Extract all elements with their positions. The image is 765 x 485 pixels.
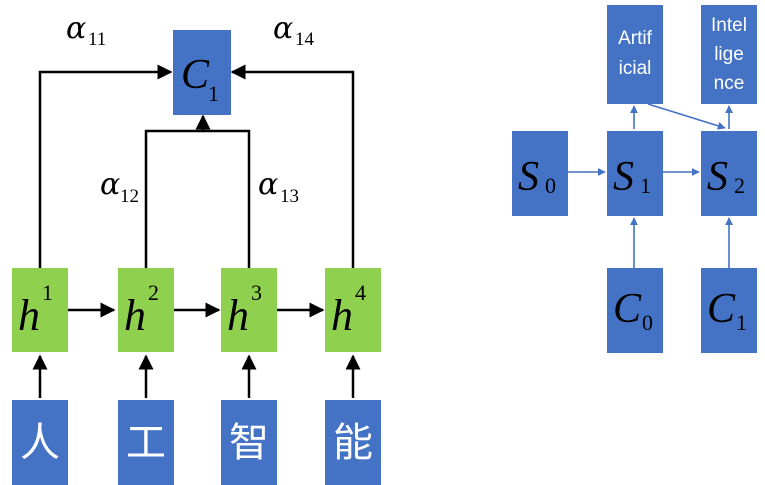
hidden-state-h4: h 4: [325, 268, 381, 352]
state-box-s2: S 2: [701, 131, 757, 216]
hidden-h1-base: h: [18, 291, 40, 340]
state-s2-sub: 2: [734, 173, 745, 198]
output-2-line-2: lige: [714, 44, 744, 65]
context-box-c0: C 0: [607, 268, 663, 353]
output-word-artificial: Artif icial: [607, 5, 663, 104]
input-token-2: 工: [118, 400, 174, 485]
input-token-2-text: 工: [126, 420, 166, 466]
context-c0-base: C: [613, 286, 642, 332]
hidden-h3-base: h: [227, 291, 249, 340]
decoder-diagram: S 0 S 1 S 2 C 0 C 1 Artif icial: [512, 5, 757, 353]
input-token-4: 能: [325, 400, 381, 485]
state-s2-base: S: [707, 154, 728, 200]
state-s1-base: S: [613, 154, 634, 200]
weight-alpha-13-sub: 13: [280, 186, 299, 207]
connector-h1-c1: [38, 64, 173, 268]
output-1-line-2: icial: [619, 58, 652, 79]
state-s1-sub: 1: [640, 173, 651, 198]
input-token-3: 智: [221, 400, 277, 485]
input-token-3-text: 智: [229, 420, 269, 466]
weight-alpha-13-base: α: [258, 167, 278, 202]
hidden-h1-sup: 1: [42, 280, 53, 305]
connector-h4-c1: [230, 64, 355, 268]
context-box-c1: C 1: [173, 30, 231, 115]
output-2-line-3: nce: [714, 73, 745, 94]
weight-alpha-12-base: α: [100, 167, 120, 202]
hidden-h2-sup: 2: [148, 280, 159, 305]
state-box-s1: S 1: [607, 131, 663, 216]
weight-alpha-14: α 14: [273, 11, 315, 50]
hidden-state-h1: h 1: [12, 268, 68, 352]
context-c1-right-sub: 1: [736, 310, 747, 335]
weight-alpha-12: α 12: [100, 167, 139, 207]
hidden-h2-base: h: [124, 291, 146, 340]
input-token-1: 人: [12, 400, 68, 485]
weight-alpha-13: α 13: [258, 167, 299, 207]
connector-out1-s2: [647, 103, 726, 130]
weight-alpha-11: α 11: [66, 11, 106, 50]
input-token-1-text: 人: [20, 420, 60, 466]
connector-h2-c1: [144, 114, 211, 268]
context-c1-base: C: [181, 52, 210, 98]
weight-alpha-14-sub: 14: [295, 29, 315, 50]
input-token-4-text: 能: [333, 420, 373, 466]
output-word-intelligence: Intel lige nce: [701, 5, 757, 104]
weight-alpha-12-sub: 12: [120, 186, 139, 207]
weight-alpha-11-sub: 11: [88, 29, 106, 50]
attention-diagram: C 1 h 1 h 2 h 3 h 4 人: [12, 11, 381, 485]
context-box-c1-right: C 1: [701, 268, 757, 353]
context-c1-sub: 1: [208, 81, 219, 106]
hidden-h4-base: h: [331, 291, 353, 340]
state-box-s0: S 0: [512, 131, 568, 216]
context-c1-right-base: C: [707, 286, 736, 332]
output-1-line-1: Artif: [618, 28, 653, 49]
hidden-h4-sup: 4: [355, 280, 366, 305]
weight-alpha-14-base: α: [273, 11, 293, 46]
hidden-state-h2: h 2: [118, 268, 174, 352]
output-2-line-1: Intel: [711, 15, 747, 36]
state-s0-sub: 0: [545, 173, 556, 198]
connector-h3-c1: [203, 129, 251, 268]
context-c0-sub: 0: [642, 310, 653, 335]
weight-alpha-11-base: α: [66, 11, 86, 46]
hidden-state-h3: h 3: [221, 268, 277, 352]
hidden-h3-sup: 3: [251, 280, 262, 305]
decoder-connectors: [568, 103, 733, 268]
attention-connectors: [32, 64, 361, 398]
state-s0-base: S: [518, 154, 539, 200]
